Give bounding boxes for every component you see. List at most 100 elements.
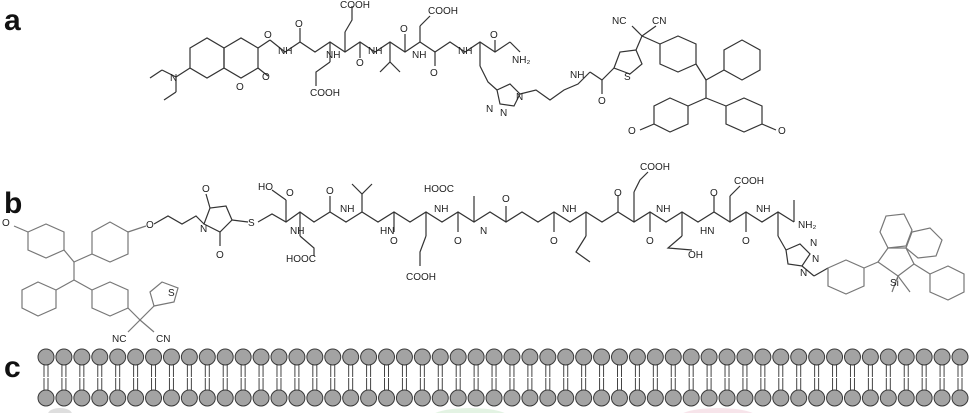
lipid-head (915, 389, 933, 407)
atom-label: O (454, 236, 462, 247)
lipid-head (557, 348, 575, 366)
lipid-head (216, 348, 234, 366)
atom-label: HO (258, 182, 273, 193)
lipid-head (342, 389, 360, 407)
lipid-head (915, 348, 933, 366)
atom-label: OH (688, 250, 703, 261)
lipid-head (951, 389, 969, 407)
lipid-head (790, 348, 808, 366)
atom-label: O (295, 19, 303, 30)
lipid-head (879, 389, 897, 407)
atom-label: COOH (428, 6, 458, 17)
lipid-head (467, 389, 485, 407)
lipid-head (610, 389, 628, 407)
lipid-head (718, 389, 736, 407)
lipid-head (503, 348, 521, 366)
lipid-head (306, 348, 324, 366)
lipid-head (37, 348, 55, 366)
atom-label: N (800, 268, 807, 279)
atom-label: NH (412, 50, 426, 61)
lipid-head (162, 389, 180, 407)
atom-label: O (710, 188, 718, 199)
atom-label: S (624, 72, 631, 83)
lipid-head (897, 389, 915, 407)
atom-label: CN (156, 334, 170, 345)
lipid-head (772, 389, 790, 407)
lipid-head (55, 348, 73, 366)
lipid-head (951, 348, 969, 366)
lipid-head (360, 389, 378, 407)
lipid-head (109, 389, 127, 407)
atom-label: N (500, 108, 507, 119)
lipid-head (539, 348, 557, 366)
atom-label: O (490, 30, 498, 41)
atom-label: COOH (340, 0, 370, 11)
lipid-head (342, 348, 360, 366)
lipid-head (198, 389, 216, 407)
lipid-head (897, 348, 915, 366)
lipid-head (503, 389, 521, 407)
atom-label: O (598, 96, 606, 107)
lipid-head (270, 389, 288, 407)
atom-label: O (356, 58, 364, 69)
lipid-head (575, 389, 593, 407)
lipid-head (628, 348, 646, 366)
lipid-head (395, 348, 413, 366)
lipid-head (288, 348, 306, 366)
lipid-head (378, 389, 396, 407)
lipid-head (664, 348, 682, 366)
thiophene-tpe-dcv-a (613, 25, 777, 133)
lipid-head (324, 348, 342, 366)
lipid-head (73, 348, 91, 366)
lipid-head (610, 348, 628, 366)
panel-c: c (4, 348, 969, 407)
atom-label: HOOC (424, 184, 454, 195)
atom-label: N (516, 92, 523, 103)
lipid-head (413, 348, 431, 366)
lipid-head (826, 348, 844, 366)
lipid-head (180, 389, 198, 407)
panel-label-c: c (4, 351, 21, 384)
atom-label: O (202, 184, 210, 195)
atom-label: COOH (310, 88, 340, 99)
lipid-head (754, 389, 772, 407)
atom-label: COOH (734, 176, 764, 187)
panel-a: a N O O O (4, 0, 786, 137)
atom-label: O (778, 126, 786, 137)
lipid-head (575, 348, 593, 366)
lipid-head (306, 389, 324, 407)
atom-label: NH₂ (512, 55, 530, 66)
lipid-head (933, 348, 951, 366)
atom-label: NH (570, 70, 584, 81)
lipid-head (91, 348, 109, 366)
atom-label: NH (368, 46, 382, 57)
atom-label: HN (700, 226, 714, 237)
atom-label: S (248, 218, 255, 229)
lipid-head (700, 348, 718, 366)
lipid-head (646, 348, 664, 366)
lipid-head (933, 389, 951, 407)
lipid-bilayer (37, 348, 969, 407)
atom-label: O (326, 186, 334, 197)
lipid-head (808, 348, 826, 366)
lipid-head (861, 389, 879, 407)
lipid-head (467, 348, 485, 366)
atom-label: Si (890, 278, 899, 289)
lipid-head (378, 348, 396, 366)
lipid-head (73, 389, 91, 407)
atom-label: N (486, 104, 493, 115)
atom-label: O (628, 126, 636, 137)
atom-label: O (550, 236, 558, 247)
triazole-linker-a (496, 67, 615, 107)
lipid-head (718, 348, 736, 366)
lipid-head (808, 389, 826, 407)
lipid-head (843, 389, 861, 407)
lipid-head (198, 348, 216, 366)
lipid-head (91, 389, 109, 407)
peptide-backbone-b (257, 171, 795, 266)
maleimide-linker-b (153, 193, 249, 246)
atom-label: CN (652, 16, 666, 27)
lipid-head (270, 348, 288, 366)
atom-label: COOH (640, 162, 670, 173)
lipid-head (539, 389, 557, 407)
